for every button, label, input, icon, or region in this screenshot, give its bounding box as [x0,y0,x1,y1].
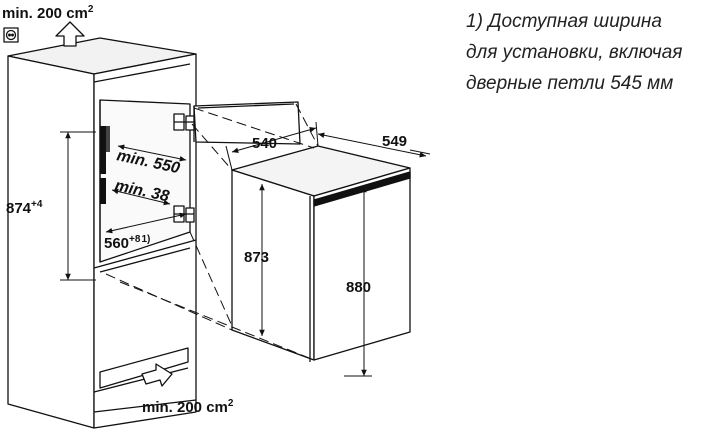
label-niche-width: 560+81) [104,234,150,252]
label-niche-height: 874+4 [6,199,43,217]
footnote-line: 1) Доступная ширина [466,11,662,32]
label-appliance-height-total: 880 [346,279,371,296]
airflow-arrow-top [55,21,85,47]
label-appliance-height-body: 873 [244,249,269,266]
footnote-line: дверные петли 545 мм [466,73,674,94]
hinge-icon [173,113,195,131]
footnote-line: для установки, включая [466,42,683,63]
airflow-arrow-bottom [141,363,173,387]
cabinet [7,37,197,429]
label-vent-bottom: min. 200 cm2 [142,398,234,416]
dimension-lines [60,121,431,377]
seal-strips [100,126,110,204]
footnote: 1) Доступная ширина для установки, включ… [466,6,706,99]
label-appliance-depth: 549 [382,133,407,150]
label-appliance-width: 540 [252,135,277,152]
label-vent-top: min. 200 cm2 [2,4,94,22]
socket-icon [3,27,19,43]
